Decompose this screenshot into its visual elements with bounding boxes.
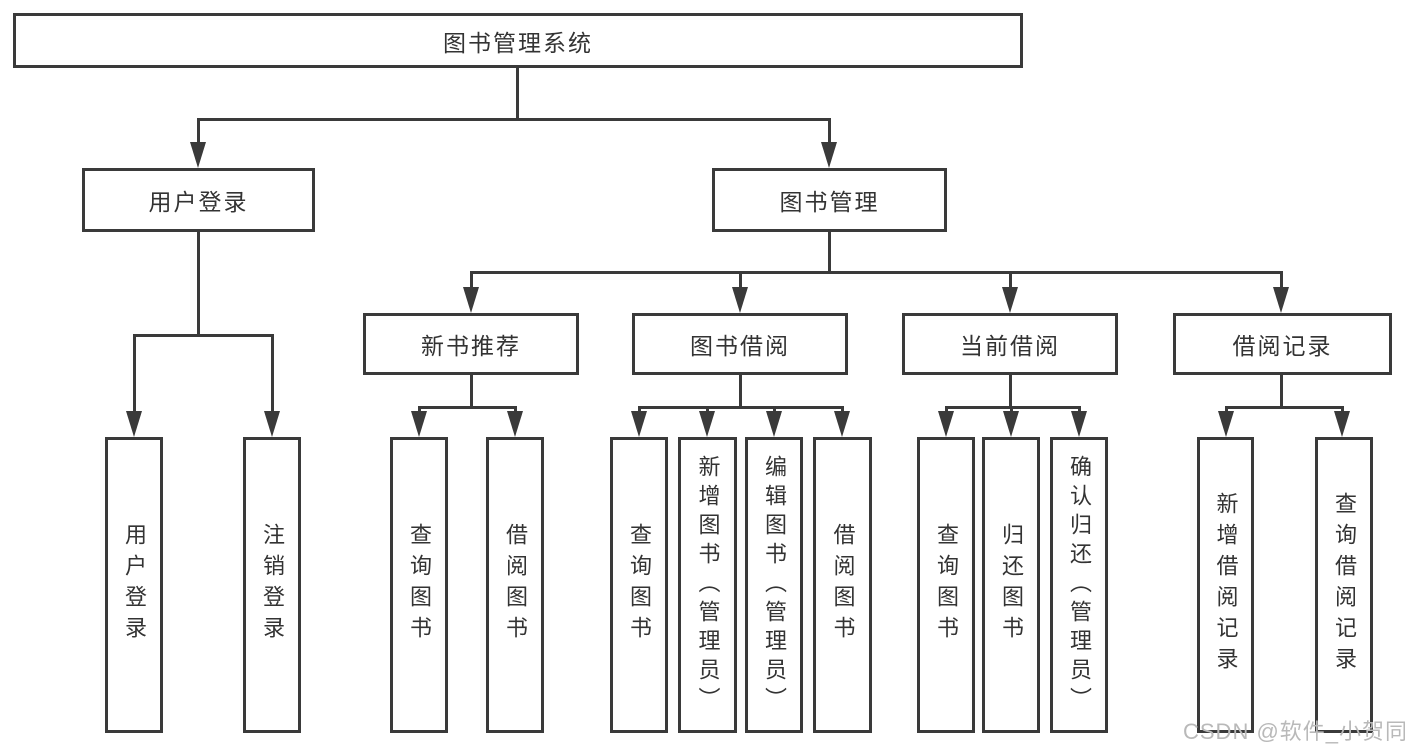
arrow-head	[1071, 411, 1087, 437]
arrow-head	[834, 411, 850, 437]
arrow-head	[1003, 411, 1019, 437]
arrow-head	[631, 411, 647, 437]
arrow-head	[190, 142, 206, 168]
node-new-book-recommend: 新书推荐	[363, 313, 579, 375]
leaf-bb-borrow-book-label: 借阅图书	[830, 523, 856, 647]
connector-line	[133, 334, 136, 414]
node-root: 图书管理系统	[13, 13, 1023, 68]
leaf-cb-query-book-label: 查询图书	[934, 523, 959, 647]
leaf-bb-query-book: 查询图书	[610, 437, 668, 733]
leaf-cb-return-book: 归还图书	[982, 437, 1040, 733]
arrow-head	[463, 287, 479, 313]
connector-line	[418, 406, 517, 409]
node-current-borrow: 当前借阅	[902, 313, 1118, 375]
node-user-login-label: 用户登录	[148, 189, 249, 215]
connector-line	[470, 271, 1283, 274]
arrow-head	[1334, 411, 1350, 437]
leaf-cb-query-book: 查询图书	[917, 437, 975, 733]
node-book-borrow: 图书借阅	[632, 313, 848, 375]
leaf-bb-query-book-label: 查询图书	[627, 523, 652, 647]
leaf-cb-confirm-return-label: 确认归还（管理员）	[1067, 454, 1092, 716]
connector-line	[1225, 406, 1344, 409]
arrow-head	[126, 411, 142, 437]
leaf-bb-borrow-book: 借阅图书	[813, 437, 872, 733]
leaf-br-query-record-label: 查询借阅记录	[1332, 492, 1357, 678]
connector-line	[1009, 271, 1012, 291]
leaf-rec-query-book-label: 查询图书	[407, 523, 432, 647]
connector-line	[470, 375, 473, 409]
leaf-br-query-record: 查询借阅记录	[1315, 437, 1373, 733]
leaf-logout-label: 注销登录	[260, 523, 285, 647]
leaf-user-login-label: 用户登录	[122, 523, 147, 647]
leaf-user-login: 用户登录	[105, 437, 163, 733]
connector-line	[638, 406, 844, 409]
connector-line	[133, 334, 274, 337]
arrow-head	[766, 411, 782, 437]
node-borrow-record: 借阅记录	[1173, 313, 1392, 375]
connector-line	[739, 375, 742, 409]
leaf-rec-borrow-book-label: 借阅图书	[503, 523, 528, 647]
leaf-cb-confirm-return: 确认归还（管理员）	[1050, 437, 1108, 733]
arrow-head	[821, 142, 837, 168]
arrow-head	[1218, 411, 1234, 437]
connector-line	[1280, 271, 1283, 291]
leaf-rec-query-book: 查询图书	[390, 437, 448, 733]
leaf-br-add-record-label: 新增借阅记录	[1213, 492, 1239, 678]
leaf-bb-edit-book: 编辑图书（管理员）	[745, 437, 803, 733]
connector-line	[945, 406, 1081, 409]
leaf-cb-return-book-label: 归还图书	[999, 523, 1024, 647]
node-book-borrow-label: 图书借阅	[690, 333, 790, 359]
leaf-br-add-record: 新增借阅记录	[1197, 437, 1254, 733]
connector-line	[516, 66, 519, 121]
node-new-book-recommend-label: 新书推荐	[421, 333, 521, 359]
connector-line	[197, 118, 831, 121]
arrow-head	[1002, 287, 1018, 313]
connector-line	[739, 271, 742, 291]
node-user-login: 用户登录	[82, 168, 315, 232]
connector-line	[828, 118, 831, 146]
connector-line	[470, 271, 473, 291]
arrow-head	[1273, 287, 1289, 313]
arrow-head	[938, 411, 954, 437]
connector-line	[271, 334, 274, 414]
leaf-logout: 注销登录	[243, 437, 301, 733]
arrow-head	[507, 411, 523, 437]
node-current-borrow-label: 当前借阅	[960, 333, 1060, 359]
arrow-head	[699, 411, 715, 437]
node-book-management: 图书管理	[712, 168, 947, 232]
connector-line	[1280, 375, 1283, 409]
connector-line	[197, 232, 200, 337]
arrow-head	[411, 411, 427, 437]
node-borrow-record-label: 借阅记录	[1232, 333, 1333, 359]
arrow-head	[732, 287, 748, 313]
node-book-management-label: 图书管理	[779, 189, 880, 215]
leaf-bb-add-book: 新增图书（管理员）	[678, 437, 737, 733]
connector-line	[197, 118, 200, 146]
connector-line	[828, 232, 831, 274]
node-root-label: 图书管理系统	[443, 29, 593, 56]
connector-line	[1009, 375, 1012, 409]
watermark: CSDN @软件_小贺同学	[1183, 719, 1405, 744]
leaf-bb-add-book-label: 新增图书（管理员）	[695, 454, 721, 716]
leaf-bb-edit-book-label: 编辑图书（管理员）	[762, 454, 787, 716]
arrow-head	[264, 411, 280, 437]
leaf-rec-borrow-book: 借阅图书	[486, 437, 544, 733]
